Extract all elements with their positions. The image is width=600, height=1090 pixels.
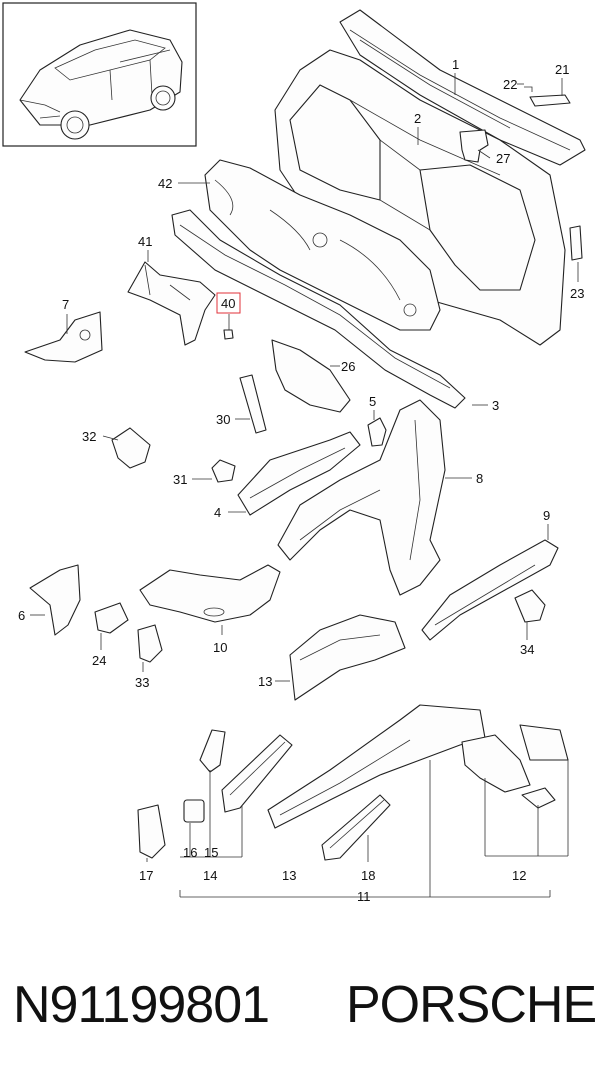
- part-15: [199, 729, 226, 773]
- part-34: [514, 589, 546, 623]
- part-27: [459, 129, 489, 163]
- callout-8: 8: [476, 471, 483, 486]
- callout-6: 6: [18, 608, 25, 623]
- callout-21: 21: [555, 62, 569, 77]
- callout-42: 42: [158, 176, 172, 191]
- callout-14: 14: [203, 868, 217, 883]
- part-24: [94, 602, 129, 634]
- callout-15: 15: [204, 845, 218, 860]
- callout-12: 12: [512, 868, 526, 883]
- vehicle-thumbnail: [2, 2, 197, 147]
- part-30: [239, 374, 267, 434]
- part-40-highlight: [216, 292, 241, 314]
- parts-diagram: 1 2 3 4 5 6 7 8 9 10 11 12 13 13 14 15 1…: [2, 2, 586, 904]
- callout-34: 34: [520, 642, 534, 657]
- part-33: [137, 624, 163, 663]
- callout-30: 30: [216, 412, 230, 427]
- part-4: [237, 431, 361, 516]
- part-2: [274, 49, 566, 346]
- callout-17: 17: [139, 868, 153, 883]
- callout-40: 40: [221, 296, 235, 311]
- part-9: [421, 539, 559, 641]
- callout-26: 26: [341, 359, 355, 374]
- callout-16: 16: [183, 845, 197, 860]
- callout-5: 5: [369, 394, 376, 409]
- part-13: [289, 614, 406, 701]
- part-41: [127, 261, 216, 346]
- part-26: [271, 339, 351, 413]
- part-32: [111, 427, 151, 469]
- callout-33: 33: [135, 675, 149, 690]
- part-10: [139, 564, 281, 623]
- part-7: [24, 311, 103, 363]
- callout-labels: 1 2 3 4 5 6 7 8 9 10 11 12 13 13 14 15 1…: [18, 57, 584, 904]
- part-5: [367, 417, 387, 447]
- part-8: [277, 399, 446, 596]
- part-18: [321, 794, 391, 861]
- callout-1: 1: [452, 57, 459, 72]
- callout-31: 31: [173, 472, 187, 487]
- callout-4: 4: [214, 505, 221, 520]
- part-17: [137, 804, 166, 859]
- callout-18: 18: [361, 868, 375, 883]
- part-16: [183, 799, 205, 823]
- part-1: [339, 9, 586, 166]
- part-6: [29, 564, 81, 636]
- part-number: N91199801: [13, 976, 270, 1034]
- callout-11: 11: [357, 889, 371, 904]
- callout-13: 13: [258, 674, 272, 689]
- callout-32: 32: [82, 429, 96, 444]
- footer: N91199801 PORSCHE: [0, 975, 600, 1045]
- part-21: [529, 94, 571, 107]
- callout-41: 41: [138, 234, 152, 249]
- callout-22: 22: [503, 77, 517, 92]
- part-23: [569, 225, 583, 261]
- callout-2: 2: [414, 111, 421, 126]
- part-31: [211, 459, 236, 483]
- callout-9: 9: [543, 508, 550, 523]
- callout-23: 23: [570, 286, 584, 301]
- part-3: [171, 209, 466, 409]
- callout-3: 3: [492, 398, 499, 413]
- part-14-rail: [221, 734, 293, 813]
- callout-7: 7: [62, 297, 69, 312]
- callout-13-lower: 13: [282, 868, 296, 883]
- part-42: [204, 159, 441, 331]
- brand-name: PORSCHE: [346, 976, 597, 1034]
- leader-lines: [30, 73, 579, 898]
- part-40: [216, 292, 241, 340]
- part-22: [524, 86, 533, 92]
- callout-27: 27: [496, 151, 510, 166]
- callout-24: 24: [92, 653, 106, 668]
- callout-10: 10: [213, 640, 227, 655]
- part-12-assembly: [461, 724, 569, 809]
